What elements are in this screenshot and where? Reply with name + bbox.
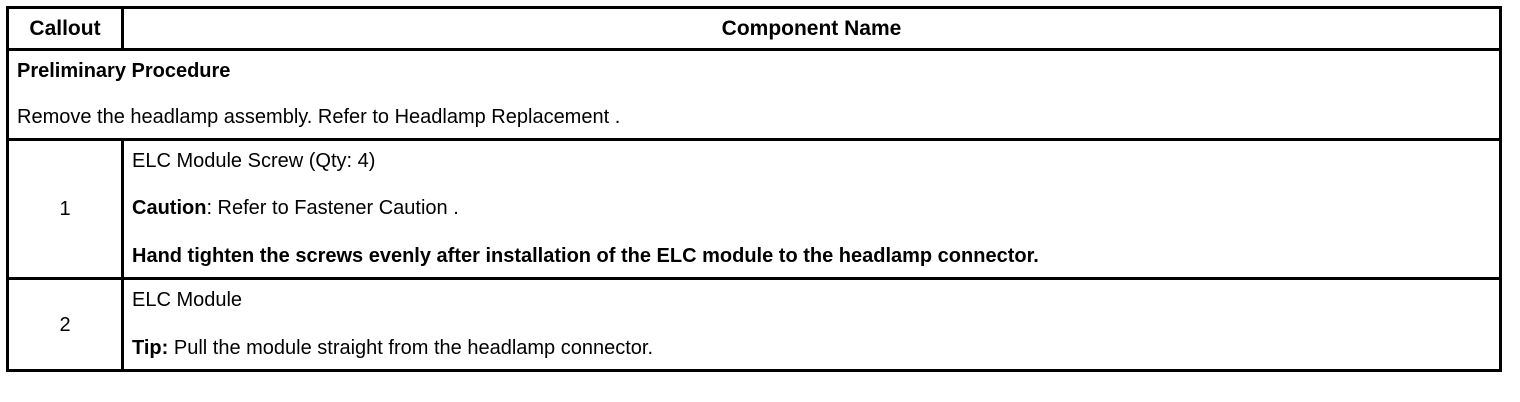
table-row: 2 ELC Module Tip: Pull the module straig… xyxy=(6,277,1502,372)
component-detail-cell: ELC Module Screw (Qty: 4) Caution: Refer… xyxy=(121,137,1502,281)
callout-number: 2 xyxy=(6,277,124,372)
component-detail-cell: ELC Module Tip: Pull the module straight… xyxy=(121,277,1502,372)
tip-text: Pull the module straight from the headla… xyxy=(168,336,654,359)
table-row: 1 ELC Module Screw (Qty: 4) Caution: Ref… xyxy=(6,137,1502,281)
component-table: Callout Component Name Preliminary Proce… xyxy=(6,6,1502,372)
caution-text: : Refer to Fastener Caution . xyxy=(206,197,459,220)
installation-instruction: Hand tighten the screws evenly after ins… xyxy=(132,244,1039,267)
column-header-component-name: Component Name xyxy=(121,6,1502,51)
table-header-row: Callout Component Name xyxy=(6,6,1502,51)
callout-number: 1 xyxy=(6,137,124,281)
preliminary-procedure-cell: Preliminary Procedure Remove the headlam… xyxy=(6,48,1502,141)
tip-note: Tip: Pull the module straight from the h… xyxy=(132,337,1489,359)
column-header-callout: Callout xyxy=(6,6,124,51)
preliminary-procedure-title: Preliminary Procedure xyxy=(17,60,231,82)
caution-label: Caution xyxy=(132,197,207,220)
tip-label: Tip: xyxy=(132,336,169,359)
component-title: ELC Module xyxy=(132,289,243,312)
caution-note: Caution: Refer to Fastener Caution . xyxy=(132,197,1489,219)
preliminary-procedure-text: Remove the headlamp assembly. Refer to H… xyxy=(17,106,621,128)
preliminary-procedure-row: Preliminary Procedure Remove the headlam… xyxy=(6,48,1502,141)
component-title: ELC Module Screw (Qty: 4) xyxy=(132,150,376,172)
